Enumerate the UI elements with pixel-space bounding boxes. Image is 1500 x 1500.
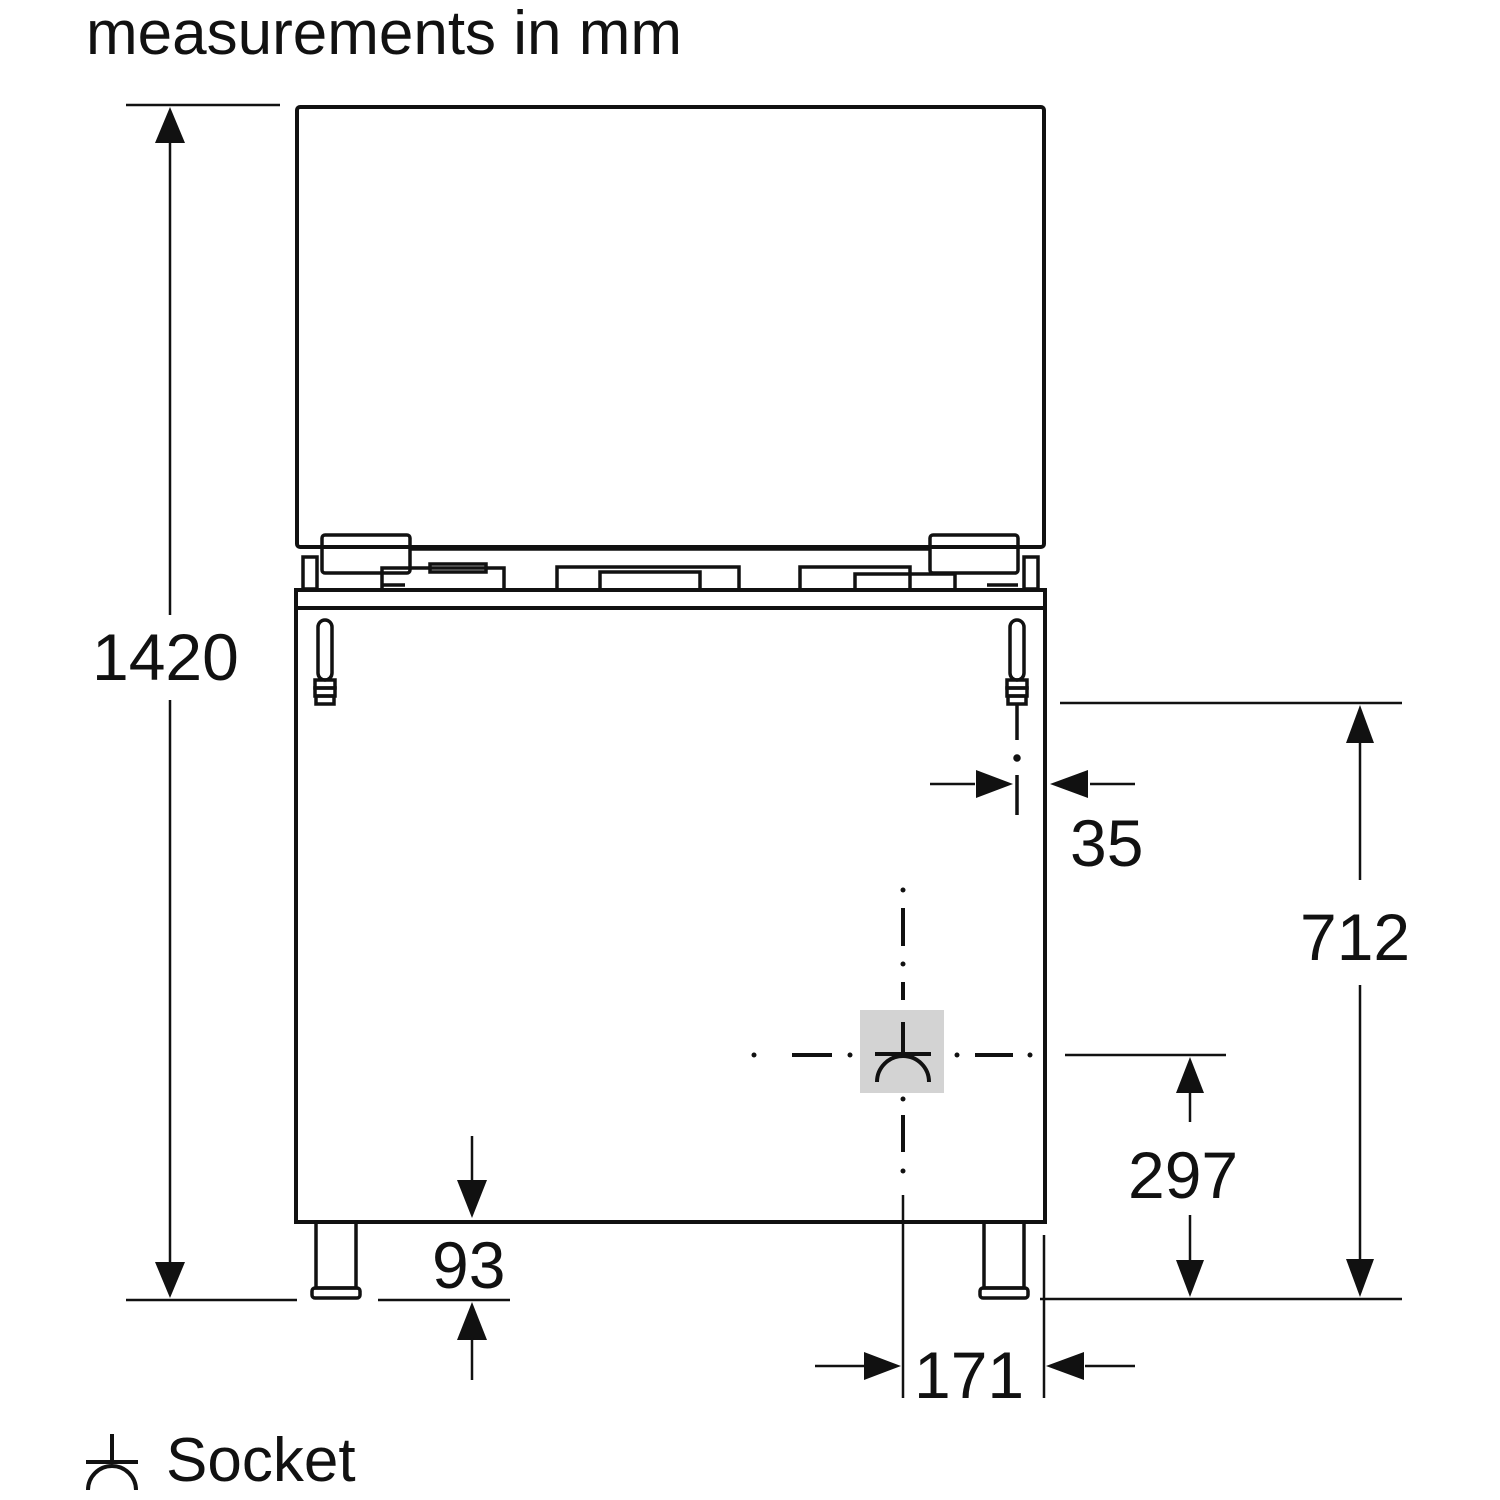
label-plinth-height: 93 <box>432 1228 506 1302</box>
legend-label: Socket <box>166 1425 356 1495</box>
dimension-plinth-height <box>378 1136 510 1380</box>
label-connection-height: 712 <box>1300 900 1411 974</box>
dimension-socket-horizontal <box>815 1195 1135 1398</box>
right-connector-centerline <box>1013 704 1021 815</box>
hob-pan-supports <box>301 533 1040 592</box>
dimension-socket-height <box>1065 1053 1226 1297</box>
label-socket-height: 297 <box>1128 1138 1239 1212</box>
gas-connector-left <box>313 618 337 706</box>
dimension-side-offset <box>930 770 1135 798</box>
socket-centerlines <box>751 887 1033 1174</box>
legend: Socket <box>80 1420 356 1500</box>
cooker-lid <box>295 105 1046 549</box>
cooker-feet <box>310 1220 1030 1300</box>
cooker-body <box>294 588 1047 1224</box>
label-socket-horizontal: 171 <box>914 1338 1025 1412</box>
label-total-height: 1420 <box>92 620 239 694</box>
dimension-connection-height <box>1040 701 1402 1301</box>
diagram-title: measurements in mm <box>86 0 683 68</box>
dimension-total-height <box>126 103 297 1302</box>
socket-icon <box>86 1434 138 1491</box>
gas-connector-right <box>1005 618 1029 706</box>
socket-icon <box>875 1022 931 1083</box>
socket-marker <box>860 1010 944 1093</box>
label-side-offset: 35 <box>1070 806 1144 880</box>
